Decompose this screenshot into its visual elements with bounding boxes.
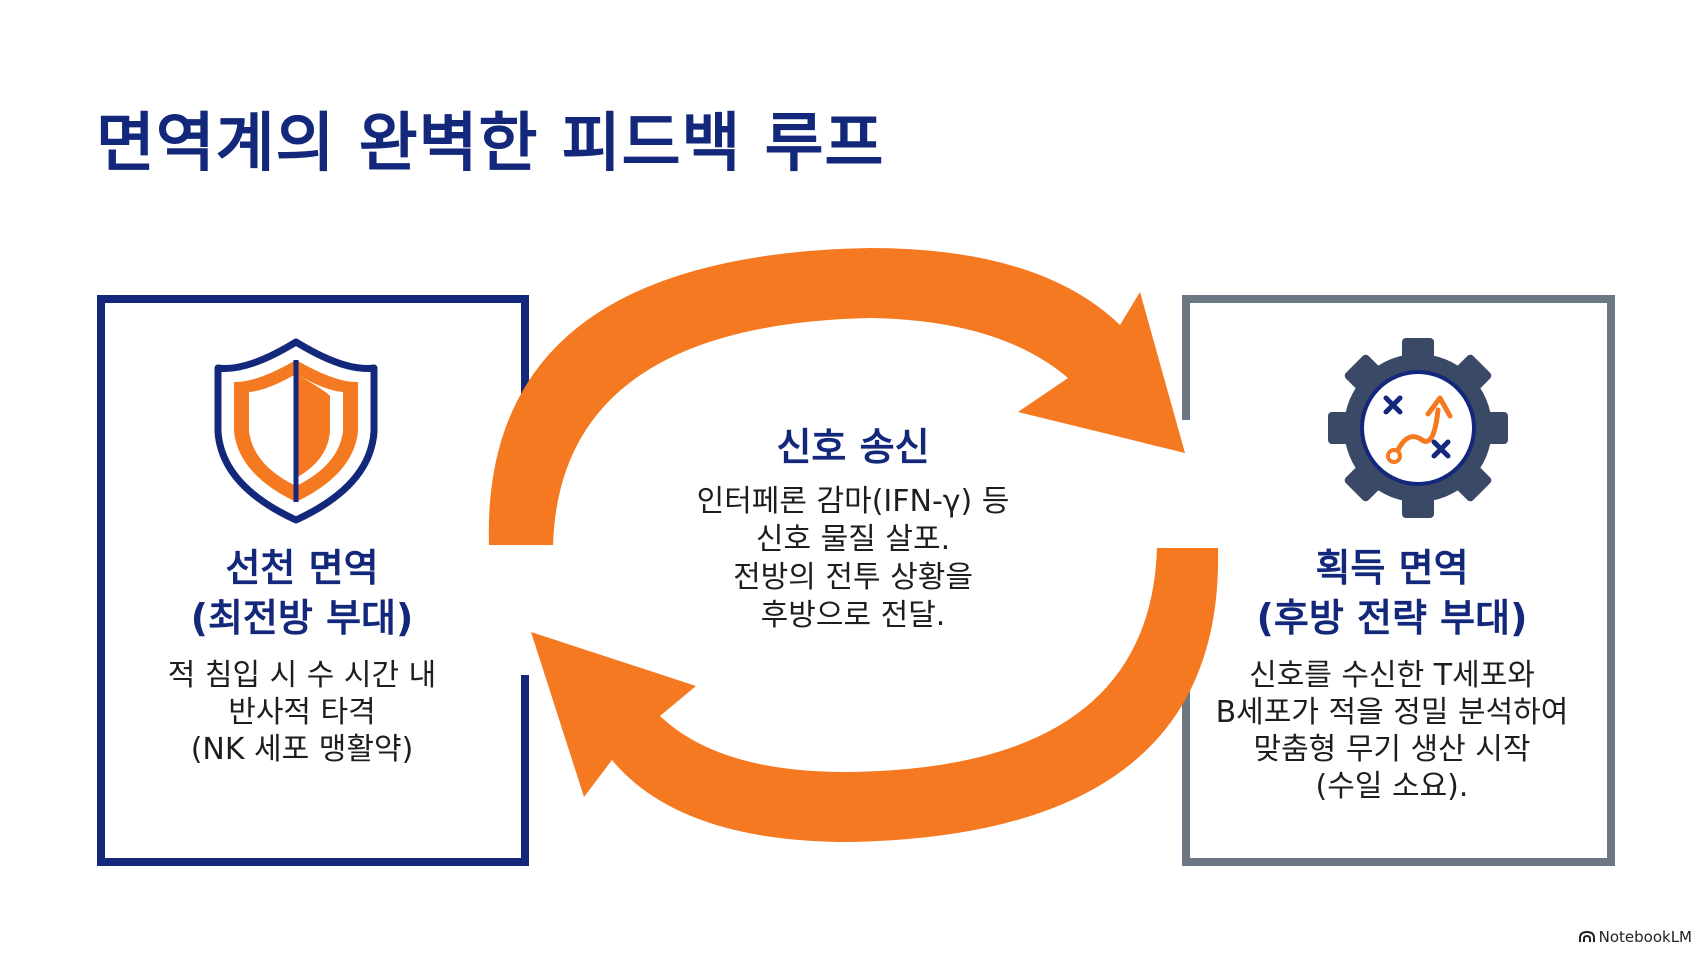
adaptive-box-border bbox=[1182, 295, 1615, 866]
signal-panel: 신호 송신 인터페론 감마(IFN-γ) 등 신호 물질 살포. 전방의 전투 … bbox=[660, 423, 1046, 635]
brand-label: NotebookLM bbox=[1598, 928, 1692, 946]
feedback-arrow-bottom bbox=[531, 548, 1219, 842]
adaptive-heading-line: 획득 면역 bbox=[1315, 546, 1469, 590]
innate-heading: 선천 면역 (최전방 부대) bbox=[98, 543, 506, 643]
innate-immunity-panel: 선천 면역 (최전방 부대) 적 침입 시 수 시간 내 반사적 타격 (NK … bbox=[98, 543, 506, 768]
shield-icon bbox=[214, 338, 378, 524]
adaptive-desc-line: B세포가 적을 정밀 분석하여 bbox=[1215, 695, 1569, 730]
signal-desc-line: 후방으로 전달. bbox=[760, 598, 946, 633]
innate-desc-line: 반사적 타격 bbox=[228, 695, 376, 730]
innate-heading-line: 선천 면역 bbox=[225, 546, 379, 590]
page-title: 면역계의 완벽한 피드백 루프 bbox=[96, 107, 885, 181]
signal-heading: 신호 송신 bbox=[776, 425, 930, 469]
signal-desc-line: 신호 물질 살포. bbox=[755, 522, 951, 557]
adaptive-immunity-panel: 획득 면역 (후방 전략 부대) 신호를 수신한 T세포와 B세포가 적을 정밀… bbox=[1183, 543, 1601, 805]
adaptive-description: 신호를 수신한 T세포와 B세포가 적을 정밀 분석하여 맞춤형 무기 생산 시… bbox=[1183, 657, 1601, 805]
signal-arrow-top bbox=[488, 248, 1185, 545]
innate-desc-line: (NK 세포 맹활약) bbox=[190, 732, 414, 767]
notebooklm-logo-icon bbox=[1578, 931, 1595, 942]
adaptive-heading: 획득 면역 (후방 전략 부대) bbox=[1183, 543, 1601, 643]
adaptive-desc-line: 맞춤형 무기 생산 시작 bbox=[1253, 732, 1531, 767]
adaptive-desc-line: (수일 소요). bbox=[1315, 769, 1469, 804]
signal-desc-line: 전방의 전투 상황을 bbox=[733, 560, 973, 595]
innate-description: 적 침입 시 수 시간 내 반사적 타격 (NK 세포 맹활약) bbox=[98, 657, 506, 768]
adaptive-heading-line: (후방 전략 부대) bbox=[1256, 596, 1528, 640]
innate-box-border bbox=[97, 295, 529, 866]
strategy-gear-icon bbox=[1328, 338, 1508, 518]
notebooklm-watermark: NotebookLM bbox=[1578, 928, 1692, 946]
signal-description: 인터페론 감마(IFN-γ) 등 신호 물질 살포. 전방의 전투 상황을 후방… bbox=[660, 483, 1046, 635]
innate-heading-line: (최전방 부대) bbox=[190, 596, 414, 640]
signal-desc-line: 인터페론 감마(IFN-γ) 등 bbox=[696, 484, 1010, 519]
adaptive-desc-line: 신호를 수신한 T세포와 bbox=[1249, 658, 1535, 693]
innate-desc-line: 적 침입 시 수 시간 내 bbox=[167, 658, 437, 693]
